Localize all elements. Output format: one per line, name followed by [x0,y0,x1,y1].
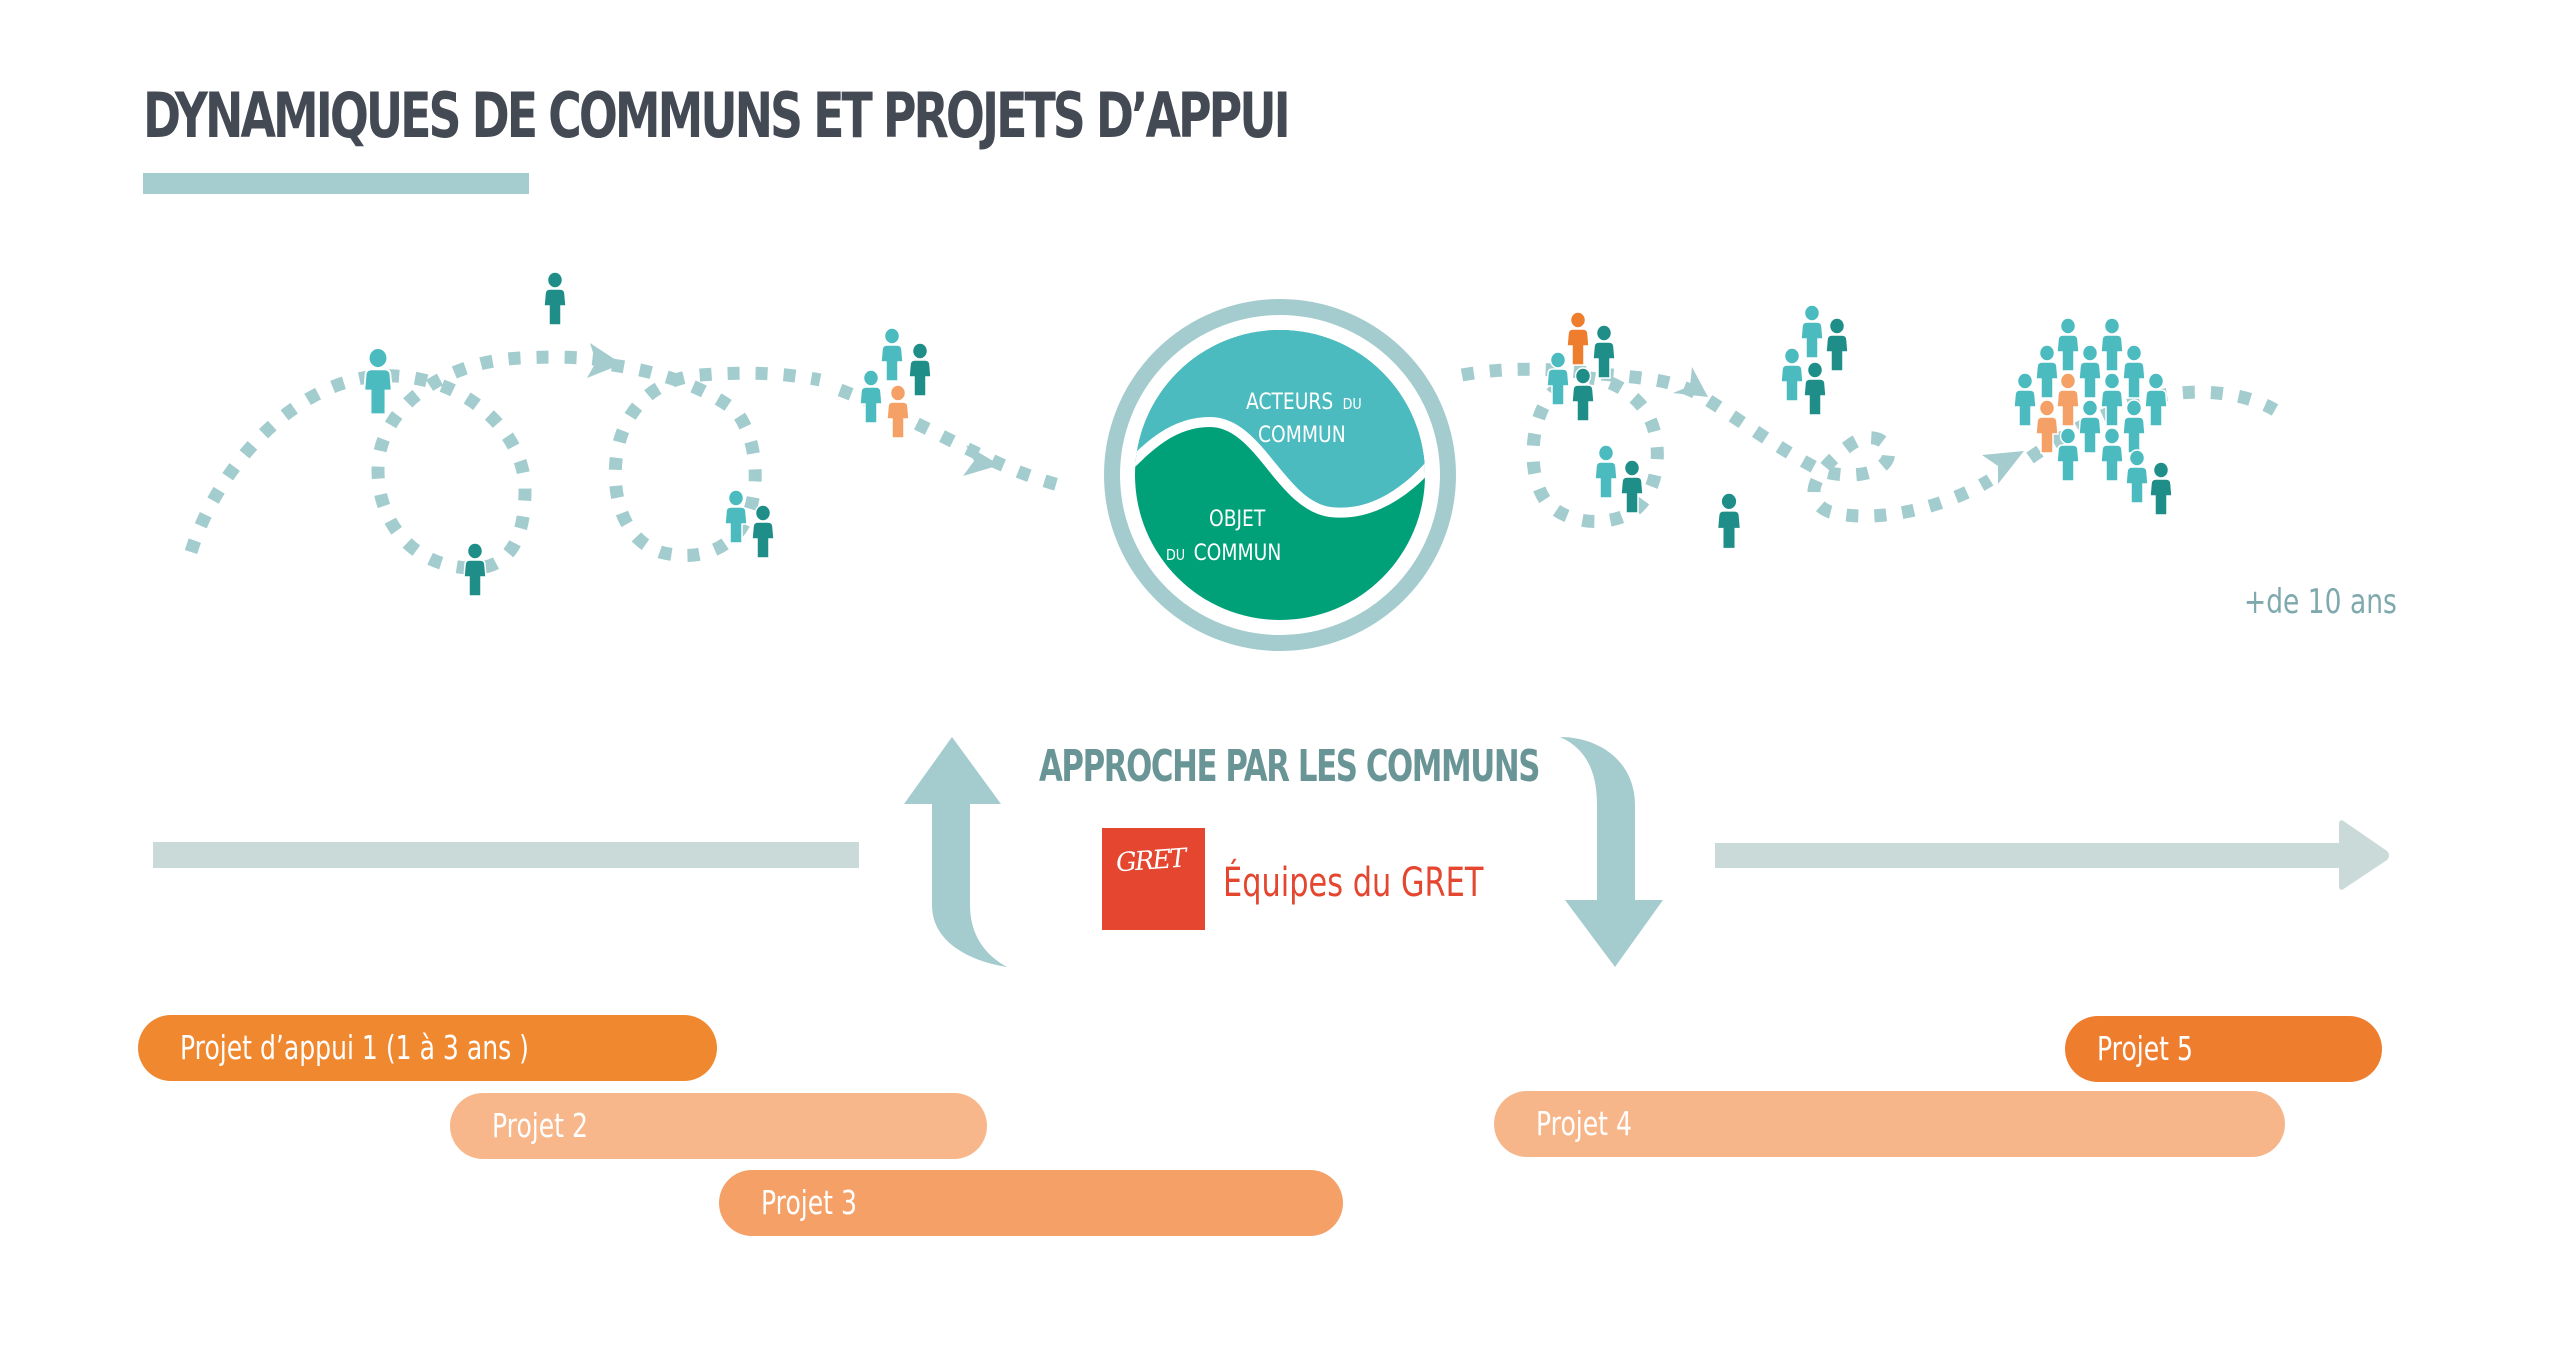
loop-arrow-down [1560,737,1663,967]
person-icon [751,504,775,559]
project-label: Projet d’appui 1 (1 à 3 ans ) [180,1028,529,1067]
person-icon [2078,344,2102,399]
journey-path-right [1460,362,1994,523]
journey-path-right-loop [1526,371,1664,528]
acteurs-label: ACTEURS [1246,389,1333,415]
person-icon [1594,444,1618,499]
person-icon [363,347,393,416]
path-arrowhead-4 [1982,451,2024,484]
person-icon [543,271,567,326]
person-icon [2078,399,2102,454]
objet-commun-label: COMMUN [1194,540,1282,566]
page-title: DYNAMIQUES DE COMMUNS ET PROJETS D’APPUI [143,79,1291,152]
journey-path-final [2026,385,2279,464]
person-icon [2056,427,2080,482]
acteurs-small-label: DU [1343,396,1362,413]
person-icon [1780,347,1804,402]
person-icon [1566,311,1590,366]
person-icon [2013,372,2037,427]
path-arrowhead-2 [963,445,1000,476]
path-arrowhead-3 [1673,367,1708,397]
person-icon [2125,449,2149,504]
person-icon [2144,372,2168,427]
objet-small-label: DU [1166,547,1185,564]
project-bar-5: Projet 5 [2065,1016,2382,1082]
person-icon [2056,372,2080,427]
duration-label: +de 10 ans [2244,582,2397,622]
person-icon [2056,317,2080,372]
project-label: Projet 2 [492,1106,588,1145]
project-label: Projet 5 [2097,1029,2193,1068]
project-bar-2: Projet 2 [450,1093,987,1159]
timeline-arrow-right [1715,820,2389,890]
wave-divider [1135,416,1425,518]
person-icon [886,384,910,439]
project-bar-1: Projet d’appui 1 (1 à 3 ans ) [138,1015,717,1081]
objet-label: OBJET [1209,506,1266,532]
person-icon [1803,361,1827,416]
gret-teams-label: Équipes du GRET [1223,860,1484,906]
loop-arrow-up [904,737,1007,967]
path-arrowhead-1 [587,343,622,378]
person-icon [2149,461,2173,516]
journey-path-left [184,350,602,575]
journey-path-left-2 [608,358,822,562]
person-icon [2100,317,2124,372]
svg-text:DU COMMUN: DU COMMUN [1166,540,1281,566]
person-icon [2035,399,2059,454]
person-icon [2035,344,2059,399]
timeline-bar-left [153,842,859,868]
person-icon [463,542,487,597]
person-icon [1716,492,1742,550]
person-icon [859,369,883,424]
person-icon [724,489,748,544]
project-label: Projet 4 [1536,1104,1632,1143]
project-bar-3: Projet 3 [719,1170,1343,1236]
person-icon [1546,351,1570,406]
person-icon [1571,367,1595,422]
person-icon [1620,459,1644,514]
person-icon [2100,427,2124,482]
title-underline [143,173,529,194]
project-label: Projet 3 [761,1183,857,1222]
person-icon [880,327,904,382]
approach-title: APPROCHE PAR LES COMMUNS [1039,741,1540,792]
project-bar-4: Projet 4 [1494,1091,2285,1157]
person-icon [1800,304,1824,359]
person-icon [2122,344,2146,399]
gret-logo-text: GRET [1115,843,1186,879]
svg-text:ACTEURS DU: ACTEURS DU [1246,389,1362,415]
commons-circle: ACTEURS DU COMMUN OBJET DU COMMUN [1104,299,1456,651]
person-icon [908,342,932,397]
person-icon [1592,324,1616,379]
gret-logo: GRET [1102,828,1205,930]
person-icon [2100,372,2124,427]
person-icon [2122,399,2146,454]
acteurs-commun-label: COMMUN [1258,422,1346,448]
acteurs-du-commun-region [1135,330,1425,512]
person-icon [1825,317,1849,372]
